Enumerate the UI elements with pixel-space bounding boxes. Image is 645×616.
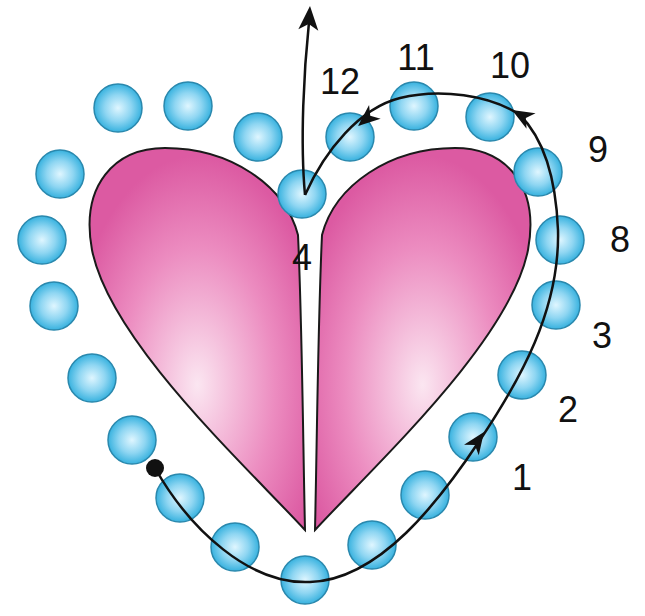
callout-number: 3 <box>592 318 612 354</box>
bead <box>532 281 580 329</box>
bead <box>278 170 326 218</box>
callout-number: 12 <box>320 64 360 100</box>
bead <box>18 216 66 264</box>
arrowhead <box>464 427 491 455</box>
callout-number: 1 <box>512 460 532 496</box>
arrowhead <box>352 105 380 133</box>
beads <box>18 82 584 604</box>
right-petal <box>315 148 530 530</box>
left-petal <box>90 148 305 530</box>
bead <box>94 84 142 132</box>
bead <box>498 351 546 399</box>
arrowhead <box>508 102 536 129</box>
thread-start-dot <box>146 459 164 477</box>
bead <box>108 416 156 464</box>
callout-number: 8 <box>610 222 630 258</box>
bead <box>234 113 282 161</box>
petals <box>90 148 531 530</box>
bead <box>536 216 584 264</box>
bead <box>449 413 497 461</box>
thread <box>155 93 558 582</box>
thread-arrowheads <box>298 5 535 455</box>
callout-number: 2 <box>558 392 578 428</box>
callout-number: 10 <box>490 48 530 84</box>
thread-path <box>155 22 558 582</box>
bead <box>68 354 116 402</box>
bead <box>30 282 78 330</box>
thread <box>303 22 309 195</box>
bead <box>36 150 84 198</box>
bead <box>390 82 438 130</box>
bead <box>164 82 212 130</box>
arrowhead <box>298 5 320 30</box>
callout-number: 4 <box>292 240 312 276</box>
callout-number: 9 <box>588 132 608 168</box>
callout-number: 11 <box>397 40 434 76</box>
